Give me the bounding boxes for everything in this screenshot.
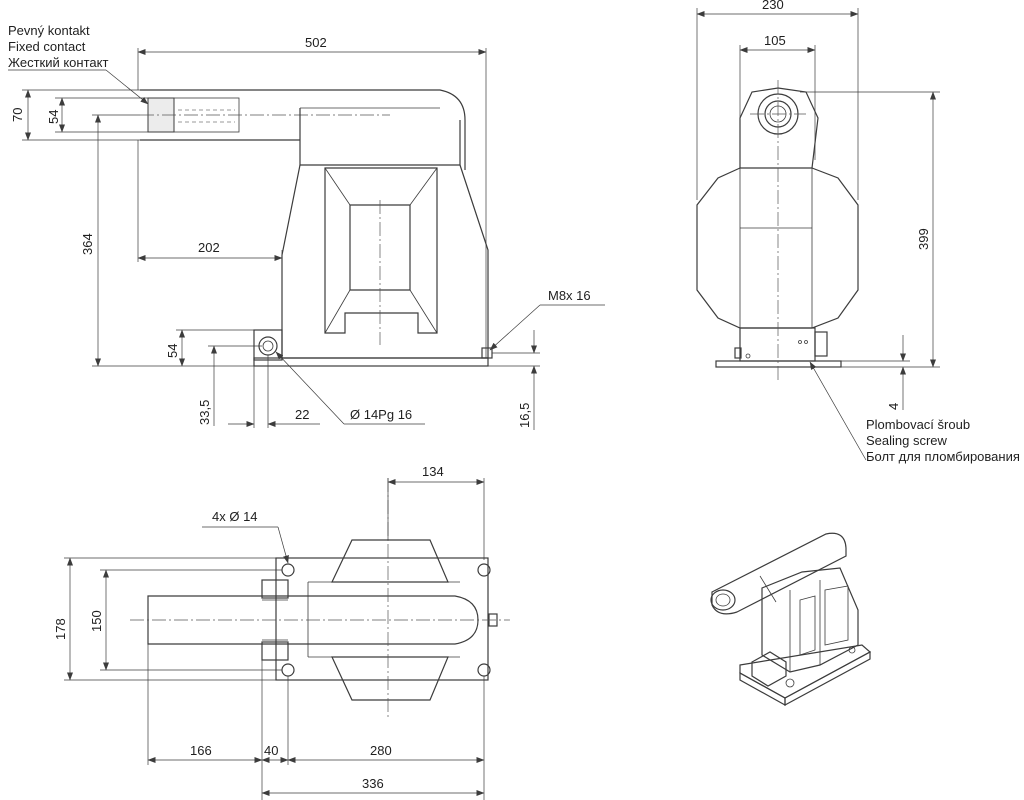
dim-178: 178 [53, 618, 68, 640]
contact-label-cz: Pevný kontakt [8, 23, 90, 38]
dim-280: 280 [370, 743, 392, 758]
sealing-label-en: Sealing screw [866, 433, 948, 448]
dim-150: 150 [89, 610, 104, 632]
dim-4: 4 [886, 403, 901, 410]
front-view: 502 70 54 364 202 54 33,5 22 Ø 14Pg 16 M [8, 23, 605, 430]
sealing-label-cz: Plombovací šroub [866, 417, 970, 432]
dim-22: 22 [295, 407, 309, 422]
dim-134: 134 [422, 464, 444, 479]
dim-16-5: 16,5 [517, 403, 532, 428]
dim-70: 70 [10, 108, 25, 122]
dim-399: 399 [916, 228, 931, 250]
dim-202: 202 [198, 240, 220, 255]
dim-33-5: 33,5 [197, 400, 212, 425]
sealing-label-ru: Болт для пломбирования [866, 449, 1020, 464]
dim-54-top: 54 [46, 110, 61, 124]
contact-label-ru: Жесткий контакт [8, 55, 108, 70]
dim-364: 364 [80, 233, 95, 255]
hole-label: Ø 14Pg 16 [350, 407, 412, 422]
side-view: 230 105 399 4 Plombovací šroub Sealing s… [696, 0, 1020, 464]
contact-label-en: Fixed contact [8, 39, 86, 54]
dim-502: 502 [305, 35, 327, 50]
dim-54-bottom: 54 [165, 344, 180, 358]
dim-336: 336 [362, 776, 384, 791]
bolt-label: M8x 16 [548, 288, 591, 303]
dim-166: 166 [190, 743, 212, 758]
holes-label: 4x Ø 14 [212, 509, 258, 524]
dim-230: 230 [762, 0, 784, 12]
dim-105: 105 [764, 33, 786, 48]
top-view: 134 4x Ø 14 178 150 166 40 280 336 [53, 464, 510, 800]
isometric-view [710, 532, 872, 707]
dim-40: 40 [264, 743, 278, 758]
